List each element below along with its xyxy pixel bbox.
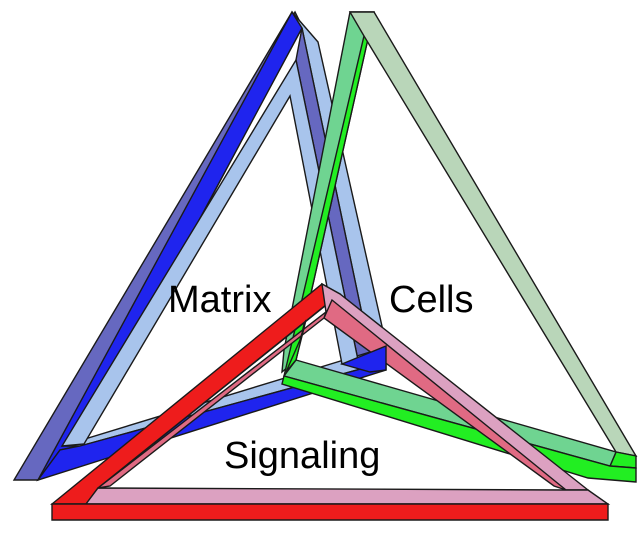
label-cells: Cells bbox=[389, 279, 473, 321]
green-bottom-front bbox=[281, 375, 637, 483]
red-bottom-light bbox=[84, 487, 611, 505]
blue-corner-over bbox=[339, 344, 387, 373]
red-triangle-signaling bbox=[50, 282, 611, 521]
green-triangle-cells bbox=[281, 11, 638, 483]
label-matrix: Matrix bbox=[168, 279, 271, 321]
red-bottom-front bbox=[51, 503, 609, 521]
red-inner-dark bbox=[97, 310, 328, 489]
green-left-over-red bbox=[285, 319, 307, 373]
overlap-layer bbox=[285, 319, 387, 373]
label-signaling: Signaling bbox=[224, 435, 380, 477]
